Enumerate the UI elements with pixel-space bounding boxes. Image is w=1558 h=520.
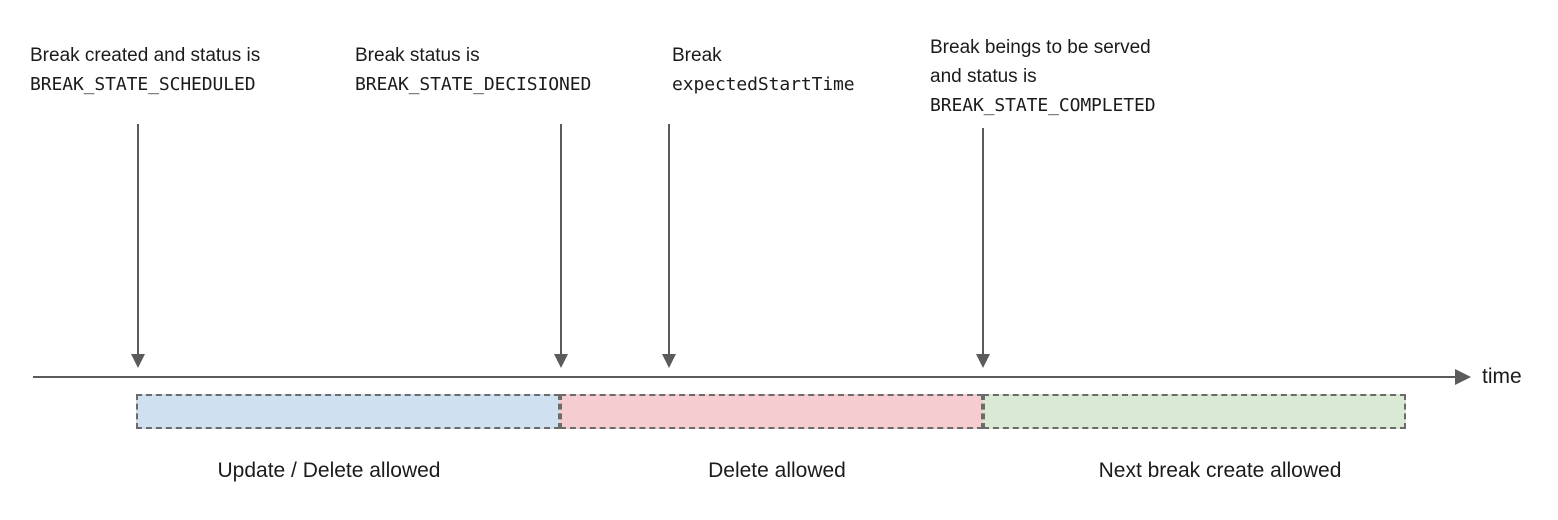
event-label-break-completed: Break beings to be served and status is … (930, 33, 1156, 120)
phase-bar-update-delete-allowed (136, 394, 560, 429)
phase-caption-update-delete-allowed: Update / Delete allowed (217, 459, 441, 482)
time-axis-label: time (1482, 365, 1522, 388)
phase-bar-delete-allowed (560, 394, 983, 429)
phase-caption-delete-allowed: Delete allowed (708, 459, 846, 482)
time-axis-line (33, 376, 1460, 378)
arrow-head-right-icon (1455, 369, 1471, 385)
arrow-head-down-icon (554, 354, 568, 368)
event-label-break-expected-start-time: Break expectedStartTime (672, 41, 855, 99)
event-label-sans-line: Break status is (355, 45, 480, 66)
arrow-head-down-icon (976, 354, 990, 368)
marker-arrow-break-created (131, 124, 145, 368)
arrow-head-down-icon (131, 354, 145, 368)
event-label-break-decisioned: Break status is BREAK_STATE_DECISIONED (355, 41, 591, 99)
arrow-shaft (137, 124, 139, 355)
event-label-mono-line: BREAK_STATE_DECISIONED (355, 74, 592, 95)
marker-arrow-break-decisioned (554, 124, 568, 368)
marker-arrow-break-completed (976, 128, 990, 368)
marker-arrow-break-expected-start-time (662, 124, 676, 368)
arrow-shaft (560, 124, 562, 355)
event-label-break-created: Break created and status is BREAK_STATE_… (30, 41, 260, 99)
arrow-shaft (982, 128, 984, 355)
event-label-mono-line: expectedStartTime (672, 74, 855, 95)
event-label-sans-line: Break (672, 45, 722, 66)
event-label-sans-line: and status is (930, 66, 1037, 87)
event-label-sans-line: Break created and status is (30, 45, 261, 66)
phase-caption-next-break-create-allowed: Next break create allowed (1098, 459, 1342, 482)
event-label-mono-line: BREAK_STATE_COMPLETED (930, 95, 1156, 116)
phase-bar-next-break-create-allowed (983, 394, 1406, 429)
event-label-mono-line: BREAK_STATE_SCHEDULED (30, 74, 256, 95)
event-label-sans-line: Break beings to be served (930, 37, 1151, 58)
arrow-shaft (668, 124, 670, 355)
arrow-head-down-icon (662, 354, 676, 368)
